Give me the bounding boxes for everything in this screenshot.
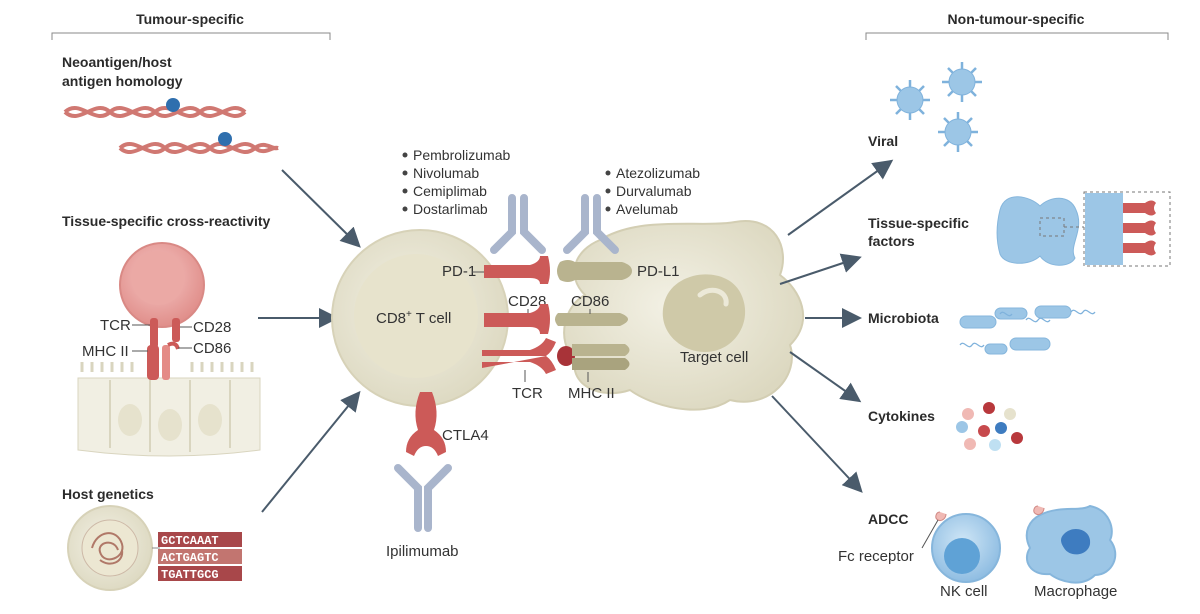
arrow-to-adcc bbox=[771, 395, 863, 493]
drug-cemiplimab: Cemiplimab bbox=[413, 183, 487, 199]
tcr-receptor bbox=[482, 338, 556, 374]
arrow-neoantigen-to-tcell bbox=[281, 169, 361, 248]
label-left-cd86: CD86 bbox=[193, 340, 231, 357]
label-cd28-center: CD28 bbox=[508, 293, 546, 310]
label-fc-receptor: Fc receptor bbox=[838, 548, 914, 565]
tissue-organ bbox=[996, 196, 1080, 266]
neoantigen-dot-1 bbox=[166, 98, 180, 112]
label-left-mhc2: MHC II bbox=[82, 343, 129, 360]
dna-helix-1 bbox=[63, 105, 247, 119]
drug-avelumab: Avelumab bbox=[616, 201, 678, 217]
target-cell-nucleus bbox=[662, 274, 746, 352]
label-viral: Viral bbox=[868, 133, 898, 149]
arrow-to-viral bbox=[787, 159, 894, 236]
pdl1-ligand bbox=[557, 260, 632, 282]
anti-pdl1-antibody bbox=[563, 194, 619, 254]
virus-particles bbox=[890, 62, 982, 152]
drug-atezolizumab: Atezolizumab bbox=[616, 165, 700, 181]
drug-durvalumab: Durvalumab bbox=[616, 183, 692, 199]
label-host-genetics: Host genetics bbox=[62, 486, 154, 502]
pd1-drug-list: Pembrolizumab Nivolumab Cemiplimab Dosta… bbox=[402, 147, 510, 217]
label-cd8-t-cell: CD8+ T cell bbox=[376, 309, 451, 327]
sequence-row-3: TGATTGCG bbox=[161, 568, 219, 582]
header-non-tumour-specific: Non-tumour-specific bbox=[948, 11, 1085, 27]
label-tissue-factors-line2: factors bbox=[868, 233, 915, 249]
macrophage-nucleus bbox=[1061, 529, 1091, 555]
label-cytokines: Cytokines bbox=[868, 408, 935, 424]
label-tcr-center: TCR bbox=[512, 385, 543, 402]
ipilimumab-antibody bbox=[394, 464, 452, 532]
label-mhc2-center: MHC II bbox=[568, 385, 615, 402]
microbiota-bacteria bbox=[959, 305, 1072, 355]
header-tumour-specific: Tumour-specific bbox=[136, 11, 244, 27]
cd8-t-cell-nucleus bbox=[354, 254, 478, 378]
sequence-block: GCTCAAAT ACTGAGTC TGATTGCG bbox=[158, 532, 242, 582]
header-left-bracket bbox=[51, 32, 331, 40]
neoantigen-dot-2 bbox=[218, 132, 232, 146]
tissue-zoom-membrane bbox=[1085, 193, 1123, 265]
label-left-tcr: TCR bbox=[100, 317, 131, 334]
sequence-row-2: ACTGAGTC bbox=[161, 551, 219, 565]
label-tissue-cross-reactivity: Tissue-specific cross-reactivity bbox=[62, 213, 271, 229]
label-microbiota: Microbiota bbox=[868, 310, 939, 326]
arrow-to-tissue-factors bbox=[779, 253, 862, 285]
epithelium-illustration bbox=[77, 362, 261, 457]
pd1-receptor bbox=[484, 256, 550, 284]
left-receptor-complex bbox=[147, 318, 180, 380]
label-nk-cell: NK cell bbox=[940, 583, 988, 600]
drug-pembrolizumab: Pembrolizumab bbox=[413, 147, 510, 163]
nk-cell-nucleus bbox=[944, 538, 980, 574]
label-ipilimumab: Ipilimumab bbox=[386, 543, 459, 560]
label-left-cd28: CD28 bbox=[193, 319, 231, 336]
label-adcc: ADCC bbox=[868, 511, 908, 527]
header-right-bracket bbox=[865, 32, 1169, 40]
microbiota-flagella bbox=[959, 309, 1096, 348]
label-cd86-center: CD86 bbox=[571, 293, 609, 310]
host-cell-nucleus bbox=[81, 519, 139, 577]
arrow-genetics-to-tcell bbox=[261, 390, 361, 513]
tissue-zoom-receptors bbox=[1123, 200, 1156, 256]
fc-receptor-macrophage bbox=[1033, 505, 1045, 515]
label-neoantigen-line1: Neoantigen/host bbox=[62, 54, 172, 70]
pdl1-drug-list: Atezolizumab Durvalumab Avelumab bbox=[605, 165, 700, 217]
label-pd1: PD-1 bbox=[442, 263, 476, 280]
dna-helix-2 bbox=[118, 141, 279, 155]
cd86-ligand bbox=[555, 313, 628, 326]
label-target-cell: Target cell bbox=[680, 349, 748, 366]
cd28-receptor bbox=[484, 304, 550, 334]
fc-receptor-nk bbox=[935, 511, 947, 521]
zoom-box-large bbox=[1083, 191, 1171, 267]
label-macrophage: Macrophage bbox=[1034, 583, 1117, 600]
cytokine-dots bbox=[956, 402, 1023, 451]
drug-dostarlimab: Dostarlimab bbox=[413, 201, 488, 217]
peptide-antigen bbox=[557, 346, 575, 366]
anti-pd1-antibody bbox=[490, 194, 546, 254]
t-cell-nucleus bbox=[131, 251, 185, 305]
label-pdl1: PD-L1 bbox=[637, 263, 680, 280]
label-neoantigen-line2: antigen homology bbox=[62, 73, 183, 89]
mhc2-molecule bbox=[572, 344, 630, 370]
label-tissue-factors-line1: Tissue-specific bbox=[868, 215, 969, 231]
drug-nivolumab: Nivolumab bbox=[413, 165, 479, 181]
sequence-row-1: GCTCAAAT bbox=[161, 534, 219, 548]
arrow-to-cytokines bbox=[789, 351, 862, 403]
label-ctla4: CTLA4 bbox=[442, 427, 489, 444]
chromosome-squiggle bbox=[91, 532, 124, 565]
ctla4-receptor bbox=[406, 392, 446, 456]
